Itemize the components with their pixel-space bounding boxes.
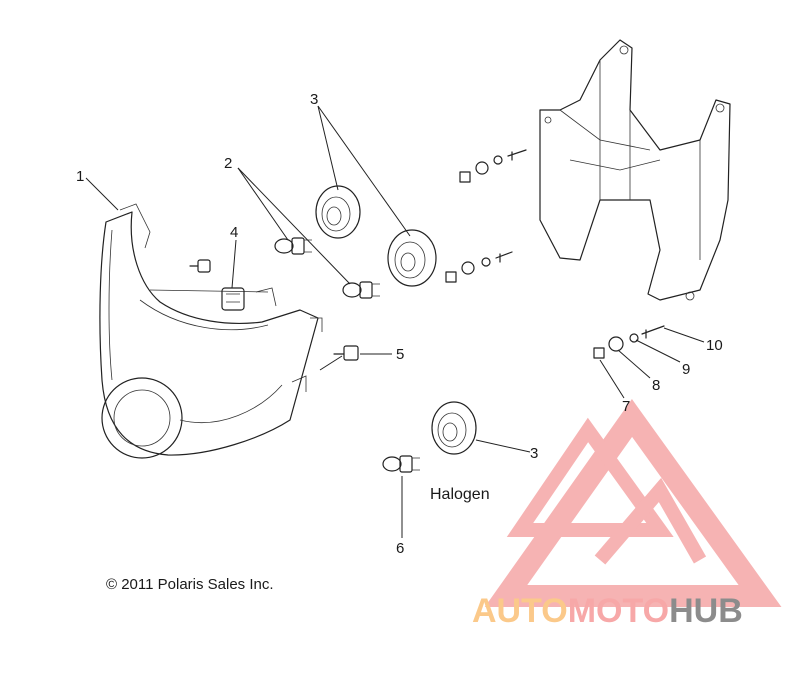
mounting-bracket: [539, 39, 731, 301]
leader-lines: [85, 105, 705, 538]
callout-6: 6: [396, 540, 404, 557]
bulb-upper: [274, 237, 312, 255]
watermark-logo: [484, 399, 782, 607]
copyright-notice: © 2011 Polaris Sales Inc.: [106, 576, 274, 593]
callout-10: 10: [706, 337, 723, 354]
boot-lower: [387, 229, 437, 287]
screw-5: [333, 345, 359, 361]
screw-4: [189, 259, 211, 273]
callout-7: 7: [622, 398, 630, 415]
callout-2: 2: [224, 155, 232, 172]
watermark-moto: MOTO: [568, 592, 669, 630]
callout-4: 4: [230, 224, 238, 241]
hardware-lower: [445, 251, 513, 283]
connector: [221, 287, 245, 311]
callout-5: 5: [396, 346, 404, 363]
callout-3-upper: 3: [310, 91, 318, 108]
watermark-text: AUTOMOTOHUB: [472, 592, 743, 630]
callout-8: 8: [652, 377, 660, 394]
watermark-hub: HUB: [669, 592, 743, 630]
boot-halogen: [431, 401, 477, 455]
callout-3-halogen: 3: [530, 445, 538, 462]
watermark-auto: AUTO: [472, 592, 568, 630]
bulb-halogen: [382, 455, 420, 473]
hardware-upper: [459, 149, 527, 183]
boot-upper: [315, 185, 361, 239]
callout-9: 9: [682, 361, 690, 378]
halogen-caption: Halogen: [430, 486, 490, 503]
callout-1: 1: [76, 168, 84, 185]
bulb-lower: [342, 281, 380, 299]
hardware-right: [593, 325, 665, 359]
headlight-housing: [99, 203, 323, 459]
